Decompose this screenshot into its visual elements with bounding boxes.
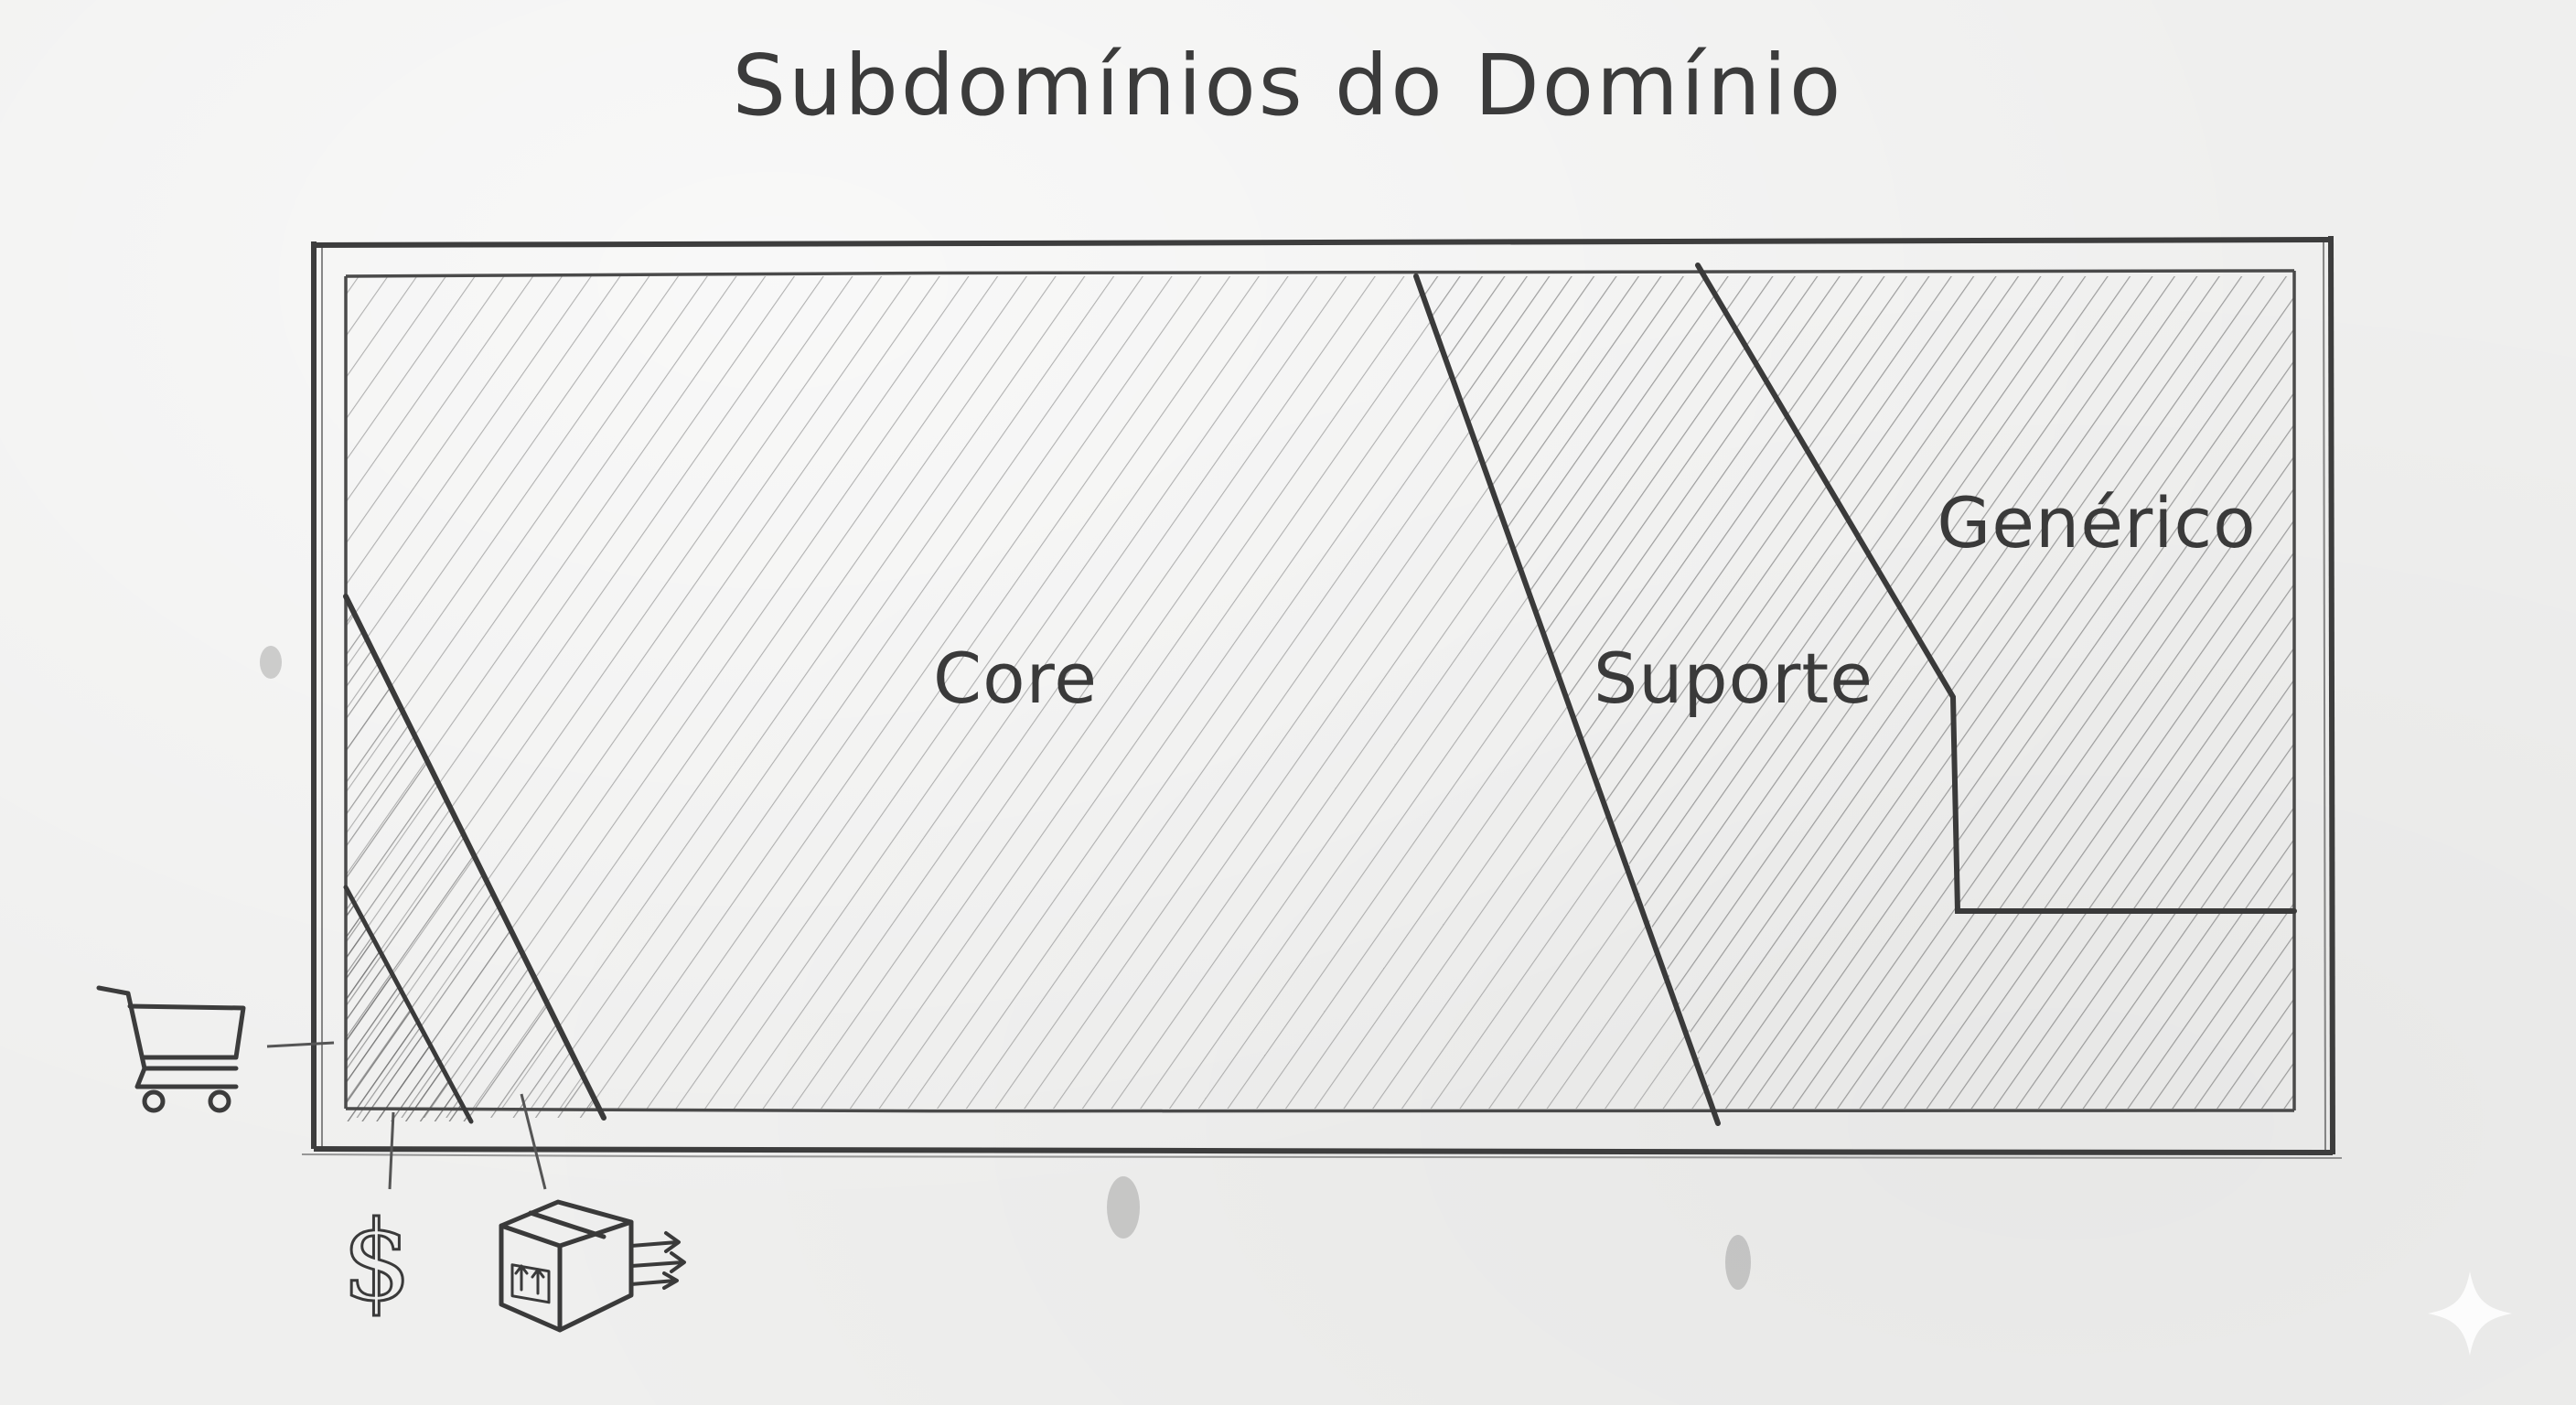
shopping-cart-icon — [96, 985, 246, 1113]
generico-region — [1698, 276, 2294, 911]
inner-frame — [344, 269, 2296, 1113]
generico-label: Genérico — [1937, 482, 2256, 563]
paper-smudges — [260, 646, 1751, 1290]
shipping-box-icon — [499, 1199, 686, 1333]
suporte-region — [1416, 276, 2294, 1109]
outer-frame — [301, 235, 2343, 1159]
sparkle-icon — [2428, 1271, 2512, 1356]
dollar-icon: $ — [342, 1198, 412, 1325]
page-title: Subdomínios do Domínio — [732, 37, 1844, 134]
core-label: Core — [933, 638, 1098, 719]
suporte-label: Suporte — [1594, 638, 1873, 719]
core-region — [346, 276, 1718, 1109]
connector-lines — [266, 1041, 547, 1190]
divider-lines — [343, 263, 2297, 1126]
